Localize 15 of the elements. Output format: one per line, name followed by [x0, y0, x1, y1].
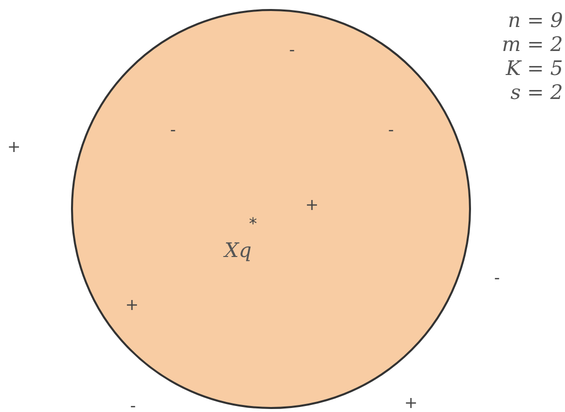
sign-marker: -	[130, 398, 136, 412]
sign-marker: +	[404, 395, 418, 411]
sign-marker: +	[305, 197, 319, 213]
parameter-label: K = 5	[506, 58, 563, 78]
parameter-label: s = 2	[510, 82, 563, 102]
query-point-label: Xq	[224, 240, 252, 260]
asterisk-marker: *	[249, 216, 257, 232]
sign-marker: +	[7, 139, 21, 155]
sign-marker: +	[125, 297, 139, 313]
parameter-label: m = 2	[502, 34, 563, 54]
sign-marker: -	[388, 122, 394, 138]
sign-marker: -	[289, 42, 295, 58]
sign-marker: -	[170, 122, 176, 138]
parameter-label: n = 9	[508, 10, 563, 30]
sign-marker: -	[494, 270, 500, 286]
